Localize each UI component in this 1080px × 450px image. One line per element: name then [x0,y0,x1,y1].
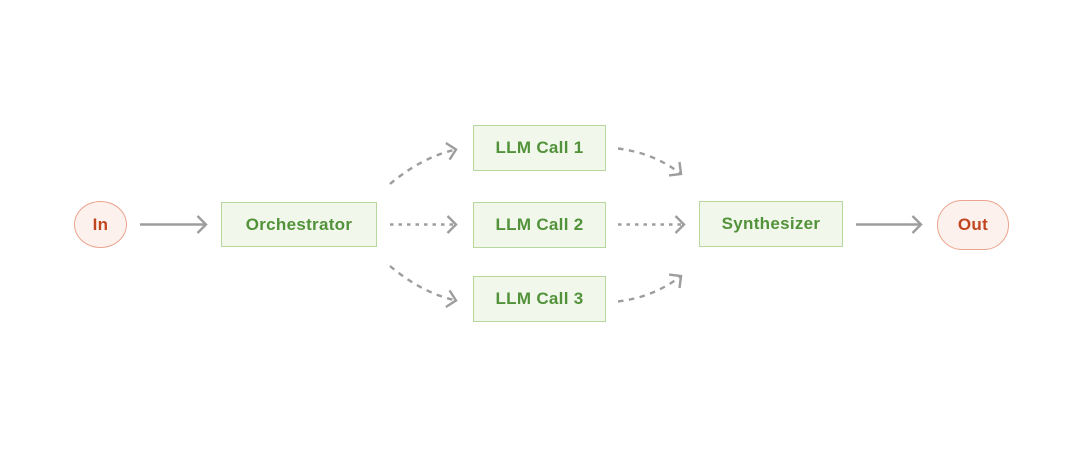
node-llm-call-1: LLM Call 1 [473,125,606,171]
node-synthesizer: Synthesizer [699,201,843,247]
node-out: Out [937,200,1009,250]
edge-llm-call-3-to-synthesizer [617,273,683,303]
edge-llm-call-1-to-synthesizer [617,147,683,177]
node-orchestrator-label: Orchestrator [245,214,353,234]
node-llm-call-2: LLM Call 2 [473,202,606,248]
node-synthesizer-label: Synthesizer [721,214,821,233]
edge-orchestrator-to-llm-call-3 [389,265,458,308]
node-in-label: In [92,214,109,234]
node-llm-call-3: LLM Call 3 [473,276,606,322]
node-llm-call-3-label: LLM Call 3 [495,289,584,308]
node-in: In [74,201,127,248]
node-llm-call-1-label: LLM Call 1 [495,138,584,157]
node-llm-call-2-label: LLM Call 2 [495,215,584,234]
node-orchestrator: Orchestrator [221,202,377,247]
edge-orchestrator-to-llm-call-1 [389,142,458,185]
node-out-label: Out [957,215,989,234]
